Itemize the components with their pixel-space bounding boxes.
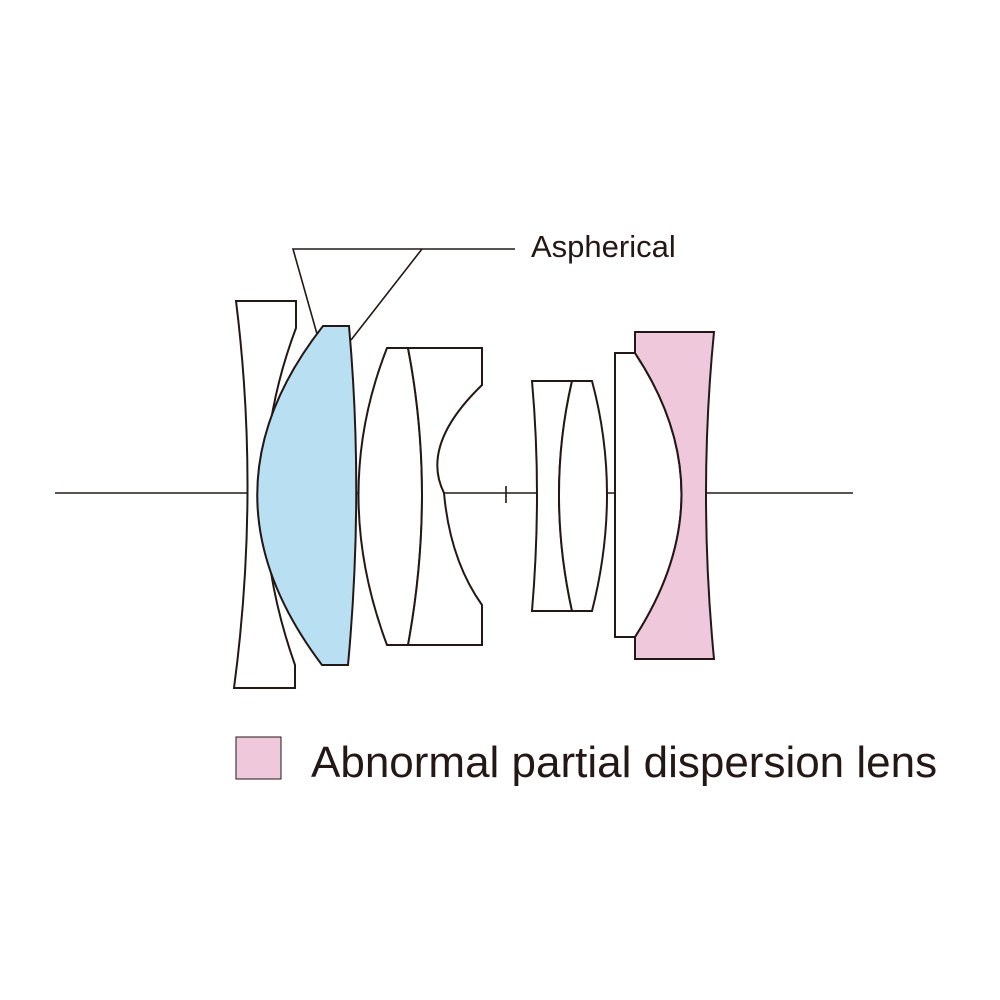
aspherical-leader-line [291,248,515,335]
lens-element-4 [406,347,483,646]
lens-element-6 [558,380,608,612]
aspherical-leader-line-2 [350,248,423,341]
aspherical-label: Aspherical [531,229,676,264]
lens-element-8-abnormal-dispersion [634,331,716,660]
lens-element-3 [357,347,423,646]
legend-swatch-pink [235,736,282,780]
legend-label: Abnormal partial dispersion lens [311,738,937,787]
lens-element-2-aspherical [256,325,358,666]
